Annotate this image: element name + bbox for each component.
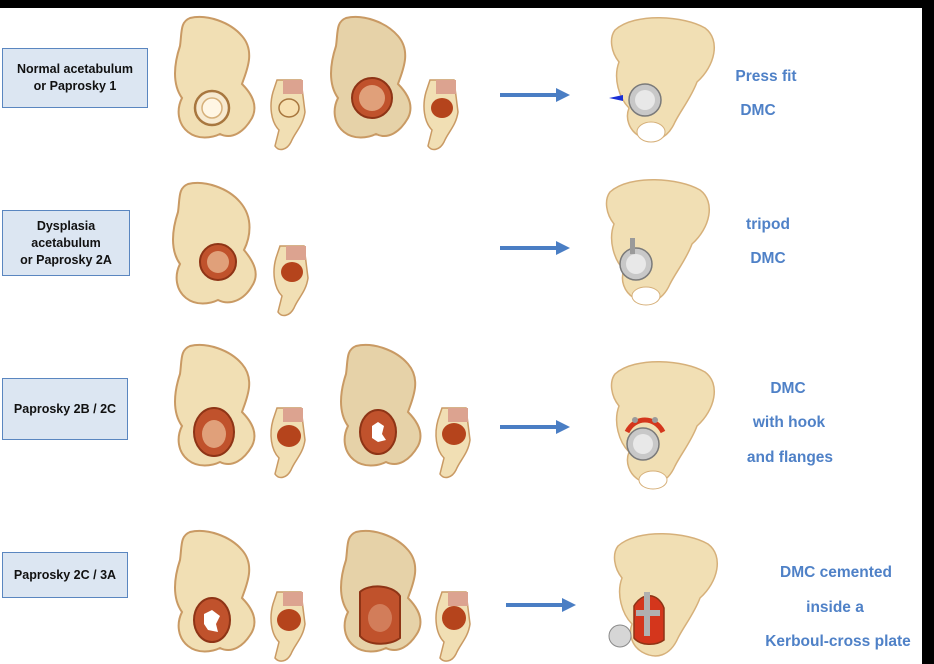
implant-dmc-hook-flanges xyxy=(610,361,715,490)
outcome-row2-line2: DMC xyxy=(750,250,786,267)
outcome-row1-line2: DMC xyxy=(740,102,776,119)
outcome-row4-line1: DMC cemented xyxy=(780,564,892,581)
pelvis-paprosky2c-row4-illustration xyxy=(174,530,256,653)
femur-normal-illustration xyxy=(270,79,306,151)
outcome-row3-line1: DMC xyxy=(770,380,806,397)
arrow-row1 xyxy=(500,88,570,102)
femur-dysplasia-illustration xyxy=(273,245,309,317)
arrow-row4 xyxy=(506,598,576,612)
pelvis-dysplasia-illustration xyxy=(172,182,257,305)
pelvis-paprosky2b-illustration xyxy=(174,344,256,467)
pelvis-paprosky1-illustration xyxy=(330,16,412,139)
implant-dmc-kerboul-plate xyxy=(608,533,718,657)
femur-paprosky2b-illustration xyxy=(270,407,306,479)
femur-paprosky2c-row4-illustration xyxy=(270,591,306,662)
pelvis-paprosky2c-illustration xyxy=(340,344,422,467)
figure-canvas: Normal acetabulum or Paprosky 1 Press fi… xyxy=(0,8,922,664)
outcome-row4-line2: inside a xyxy=(806,599,864,616)
pelvis-normal-illustration xyxy=(174,16,256,139)
arrow-row3 xyxy=(500,420,570,434)
implant-tripod-dmc xyxy=(605,179,710,306)
outcome-row2-line1: tripod xyxy=(746,216,790,233)
pelvis-paprosky3a-illustration xyxy=(340,530,422,653)
arrow-row2 xyxy=(500,241,570,255)
femur-paprosky2c-illustration xyxy=(435,407,471,479)
outcome-row3-line2: with hook xyxy=(752,414,826,431)
outcome-row1-line1: Press fit xyxy=(735,68,797,85)
femur-paprosky3a-illustration xyxy=(435,591,471,662)
femur-paprosky1-illustration xyxy=(423,79,459,151)
implant-press-fit-dmc xyxy=(609,17,715,143)
outcome-row4-line3: Kerboul-cross plate xyxy=(765,633,911,650)
row-label-normal: Normal acetabulum or Paprosky 1 xyxy=(2,48,148,108)
outcome-row3-line3: and flanges xyxy=(746,449,834,466)
row-label-paprosky-2b-2c: Paprosky 2B / 2C xyxy=(2,378,128,440)
row-label-paprosky-2c-3a: Paprosky 2C / 3A xyxy=(2,552,128,598)
row-label-dysplasia: Dysplasia acetabulum or Paprosky 2A xyxy=(2,210,130,276)
